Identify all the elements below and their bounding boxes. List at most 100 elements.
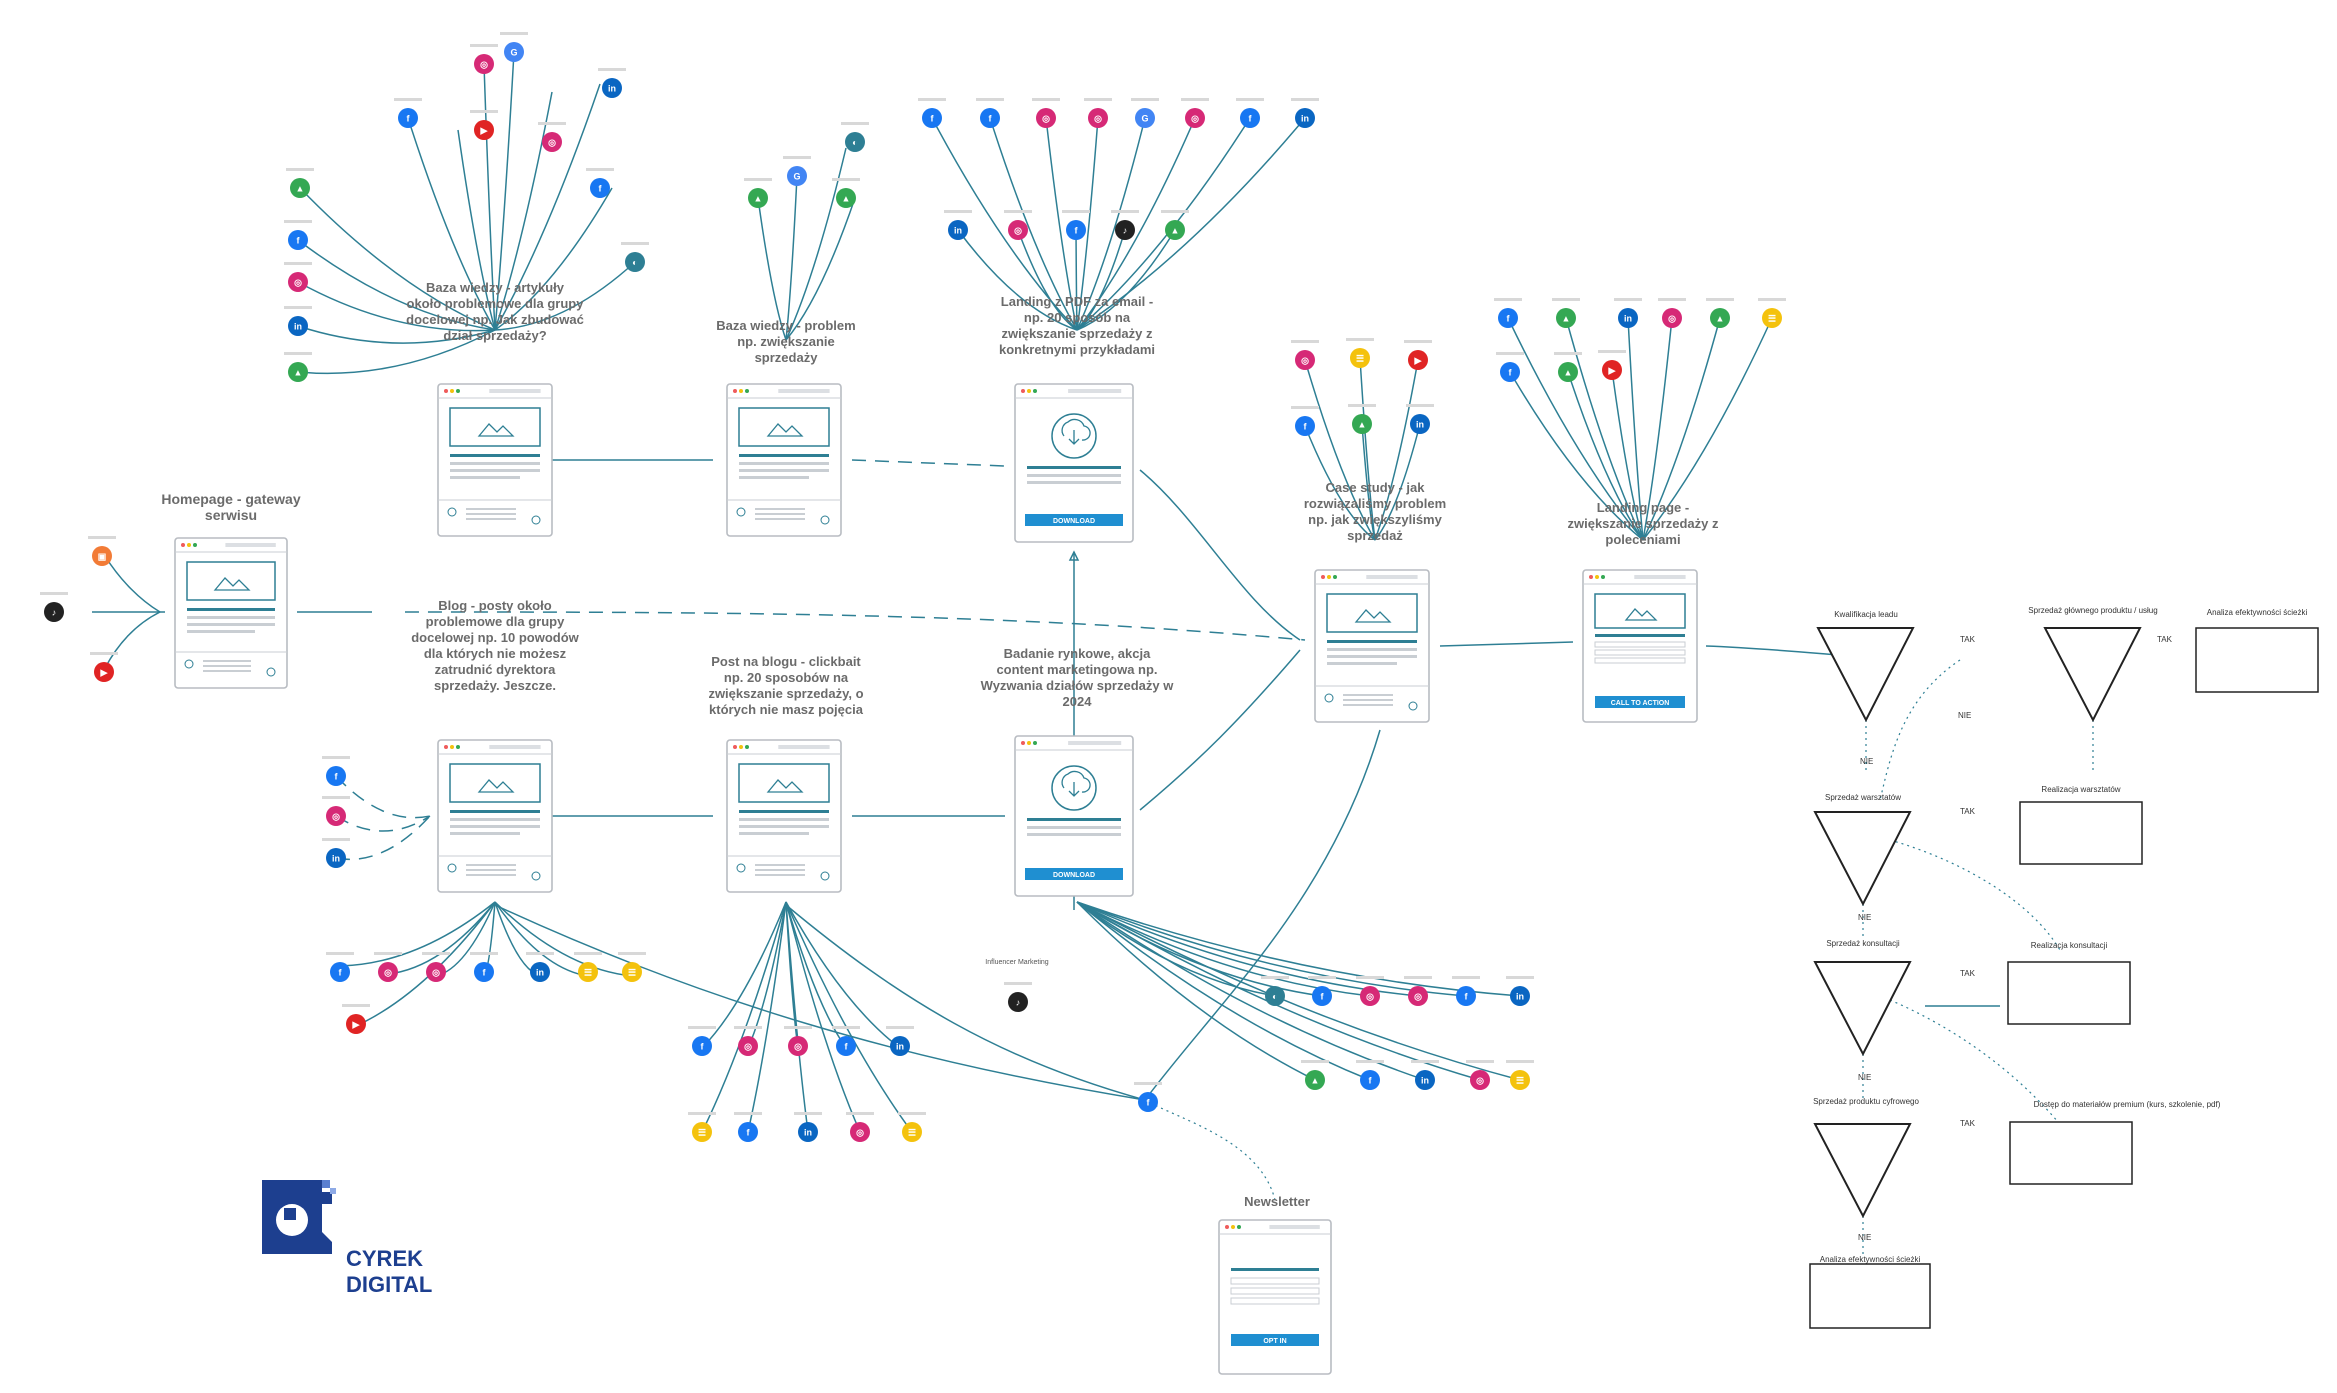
instagram-ads-icon: ◎: [284, 262, 312, 292]
warsztaty-triangle: [1813, 811, 1912, 907]
facebook-icon: f: [470, 952, 498, 982]
youtube-icon: ▶: [90, 652, 118, 682]
facebook-icon: f: [1291, 406, 1319, 436]
blog-mockup: [437, 739, 553, 893]
svg-text:▶: ▶: [1414, 356, 1423, 366]
cta-button[interactable]: CALL TO ACTION: [1611, 700, 1670, 707]
svg-text:◎: ◎: [548, 138, 556, 148]
cyfrowy-triangle: [1813, 1123, 1912, 1219]
download-button[interactable]: DOWNLOAD: [1053, 872, 1095, 879]
google-ads-icon: ▲: [1301, 1060, 1329, 1090]
svg-text:f: f: [483, 968, 487, 978]
download-button[interactable]: DOWNLOAD: [1053, 518, 1095, 525]
google-ads-icon: ▲: [744, 178, 772, 208]
glowny-triangle: [2043, 627, 2142, 723]
cyrek-digital-logo: CYREK DIGITAL: [262, 1180, 432, 1297]
svg-text:◎: ◎: [744, 1042, 752, 1052]
sprzedaz-warsztatow-label: Sprzedaż warsztatów: [1825, 793, 1901, 802]
instagram-icon: ◎: [374, 952, 402, 982]
yellow-icon: ☰: [574, 952, 602, 982]
linkedin-icon: in: [1411, 1060, 1439, 1090]
svg-text:◎: ◎: [1014, 226, 1022, 236]
yellow-icon: ☰: [1346, 338, 1374, 368]
instagram-icon: ◎: [1658, 298, 1686, 328]
google-icon: G: [783, 156, 811, 186]
konsultacje-triangle: [1813, 961, 1912, 1057]
facebook-icon: f: [326, 952, 354, 982]
svg-text:◎: ◎: [856, 1128, 864, 1138]
instagram-icon: ◎: [1032, 98, 1060, 128]
nie-2: NIE: [1860, 757, 1873, 766]
newsletter-label: Newsletter: [1244, 1194, 1310, 1209]
svg-text:f: f: [339, 968, 343, 978]
svg-text:▲: ▲: [754, 194, 763, 204]
svg-text:in: in: [608, 84, 616, 94]
nie-4: NIE: [1858, 1073, 1871, 1082]
baza2-mockup: [726, 383, 842, 537]
svg-text:◐: ◐: [632, 258, 637, 268]
facebook-icon: f: [1236, 98, 1264, 128]
svg-text:◎: ◎: [332, 812, 340, 822]
svg-text:in: in: [804, 1128, 812, 1138]
linkedin-icon: in: [1614, 298, 1642, 328]
kwalifikacja-label: Kwalifikacja leadu: [1834, 610, 1898, 619]
instagram-icon: ◎: [846, 1112, 874, 1142]
analiza-bottom-box: [1809, 1263, 1931, 1329]
svg-text:▲: ▲: [294, 368, 303, 378]
svg-text:in: in: [332, 854, 340, 864]
realizacja-warsztatow-box: [2019, 801, 2143, 865]
svg-text:☰: ☰: [1768, 314, 1776, 324]
facebook-icon: f: [688, 1026, 716, 1056]
grid-icon: ◐: [621, 242, 649, 272]
connector-layer: [92, 51, 2094, 1258]
kwalifikacja-triangle: [1816, 627, 1915, 723]
landing-pdf-label: Landing z PDF za email -np. 20 sposób na…: [999, 294, 1155, 357]
svg-text:f: f: [1304, 422, 1308, 432]
instagram-icon: ◎: [1404, 976, 1432, 1006]
svg-text:☰: ☰: [1516, 1076, 1524, 1086]
dostep-label: Dostęp do materiałów premium (kurs, szko…: [2034, 1100, 2221, 1109]
svg-text:G: G: [1141, 114, 1148, 124]
google-ads-icon: ▲: [1552, 298, 1580, 328]
svg-text:in: in: [1416, 420, 1424, 430]
yellow-icon: ☰: [1758, 298, 1786, 328]
homepage-mockup: [174, 537, 288, 689]
svg-text:▲: ▲: [1564, 368, 1573, 378]
svg-text:◎: ◎: [1668, 314, 1676, 324]
svg-text:G: G: [793, 172, 800, 182]
svg-text:f: f: [845, 1042, 849, 1052]
google-ads-icon: ▲: [1348, 404, 1376, 434]
linkedin-icon: in: [598, 68, 626, 98]
yellow-icon: ☰: [898, 1112, 926, 1142]
svg-text:▶: ▶: [1608, 366, 1617, 376]
svg-text:◎: ◎: [480, 60, 488, 70]
svg-text:▲: ▲: [1716, 314, 1725, 324]
facebook-icon: f: [1308, 976, 1336, 1006]
google-ads-icon: ▲: [832, 178, 860, 208]
facebook-icon: f: [1496, 352, 1524, 382]
linkedin-ads-icon: in: [284, 306, 312, 336]
svg-text:f: f: [1075, 226, 1079, 236]
svg-text:▲: ▲: [1171, 226, 1180, 236]
svg-text:f: f: [931, 114, 935, 124]
nie-3: NIE: [1858, 913, 1871, 922]
instagram-icon: ◎: [422, 952, 450, 982]
instagram-icon: ◎: [734, 1026, 762, 1056]
youtube-icon: ▶: [1404, 340, 1432, 370]
landing2-mockup: CALL TO ACTION: [1582, 569, 1698, 723]
svg-text:◎: ◎: [1366, 992, 1374, 1002]
svg-text:◎: ◎: [432, 968, 440, 978]
svg-text:▲: ▲: [1358, 420, 1367, 430]
svg-text:f: f: [1507, 314, 1511, 324]
svg-text:in: in: [1421, 1076, 1429, 1086]
tak-1: TAK: [1960, 635, 1976, 644]
nie-5: NIE: [1858, 1233, 1871, 1242]
linkedin-icon: in: [944, 210, 972, 240]
optin-button[interactable]: OPT IN: [1263, 1338, 1286, 1345]
google-ads-icon: ▲: [1706, 298, 1734, 328]
influencer-icon: ♪: [1004, 982, 1032, 1012]
